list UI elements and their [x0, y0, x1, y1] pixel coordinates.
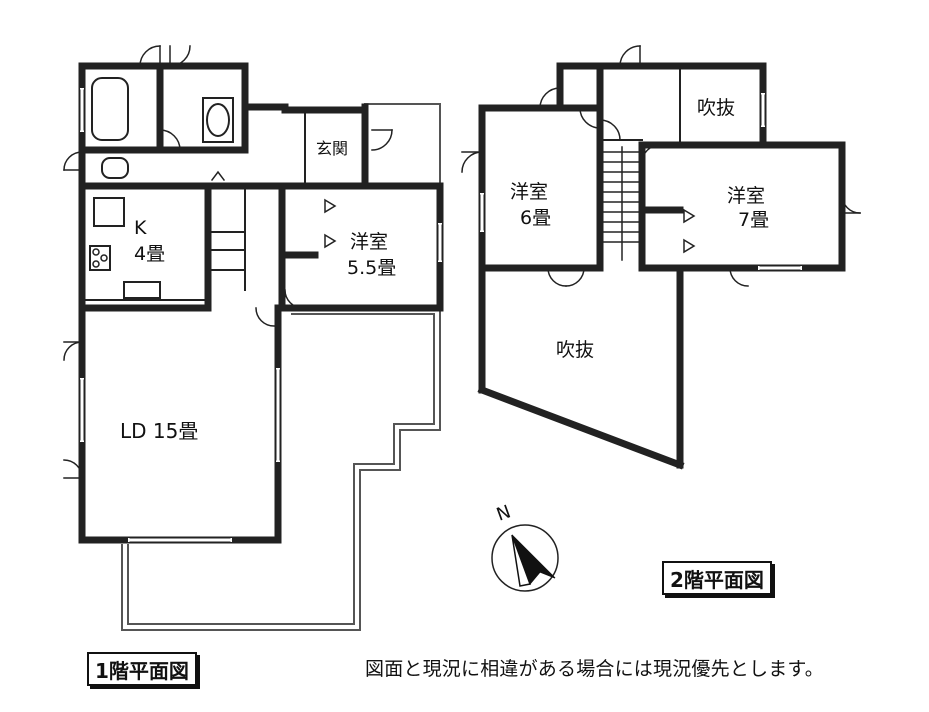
- floor1-title: 1階平面図: [87, 652, 197, 686]
- room-label-kitchen: K: [134, 217, 147, 239]
- floor2-plan: [461, 45, 861, 470]
- floor2-stairs: [603, 146, 641, 261]
- floor2-windows: [480, 93, 802, 270]
- floor1-doors: [63, 45, 393, 479]
- washbasin-icon: [202, 97, 234, 143]
- floor1-walls: [78, 62, 444, 544]
- room-label-western-1f: 洋室: [350, 231, 389, 253]
- floor1-windows: [80, 88, 442, 542]
- floor2-title: 2階平面図: [662, 561, 772, 595]
- fridge-icon: [93, 197, 125, 227]
- stove-icon: [89, 245, 111, 271]
- room-label-fukinuke-top: 吹抜: [697, 97, 736, 119]
- disclaimer-note: 図面と現況に相違がある場合には現況優先とします。: [365, 658, 824, 680]
- north-compass-icon: [491, 524, 559, 592]
- stair-arrow-icon: [210, 170, 226, 182]
- room-label-western7: 洋室: [727, 185, 766, 207]
- floor1-interior-lines: [81, 109, 306, 301]
- room-size-western-1f: 5.5畳: [347, 257, 397, 279]
- room-label-fukinuke-big: 吹抜: [556, 339, 595, 361]
- room-size-western6: 6畳: [520, 207, 552, 229]
- floor2-doors: [461, 45, 861, 287]
- room-label-western6: 洋室: [510, 181, 549, 203]
- floor1-plan: [63, 45, 444, 631]
- room-label-ld: LD 15畳: [120, 419, 199, 443]
- sink-icon: [123, 281, 161, 299]
- room-size-kitchen: 4畳: [134, 243, 166, 265]
- room-size-western7: 7畳: [738, 209, 770, 231]
- bathtub-icon: [91, 77, 129, 141]
- toilet-icon: [101, 157, 129, 179]
- floor2-walls: [477, 62, 846, 470]
- room-label-genkan: 玄関: [316, 139, 349, 158]
